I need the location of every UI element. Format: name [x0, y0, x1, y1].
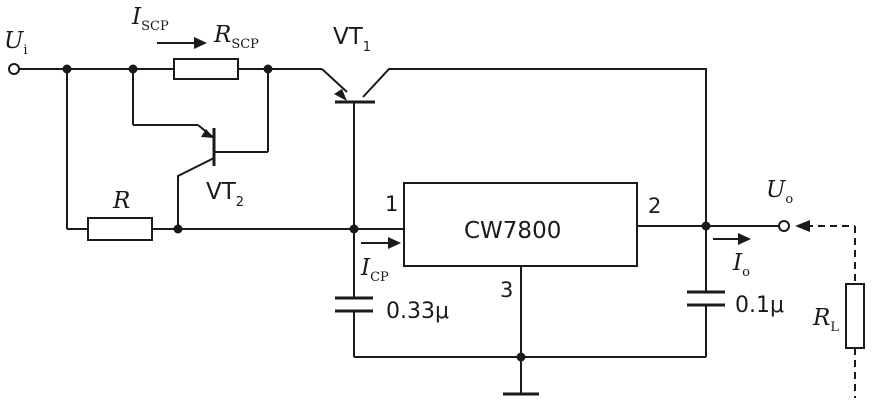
load-connection: [795, 220, 856, 398]
label-r: R: [112, 188, 130, 214]
regulator-ic: [403, 182, 638, 267]
left-rail: [66, 69, 88, 230]
capacitor-c2: [687, 226, 725, 357]
input-line: [19, 68, 348, 93]
label-u-out: Uo: [766, 177, 793, 207]
label-r-scp: RSCP: [213, 22, 259, 52]
label-i-scp: ISCP: [131, 4, 169, 34]
input-terminal[interactable]: [8, 63, 20, 75]
transistor-vt1: [334, 68, 707, 229]
label-vt1: VT1: [333, 24, 371, 55]
label-c1-value: 0.33μ: [386, 299, 449, 324]
capacitor-c1: [335, 229, 373, 357]
transistor-vt2: [132, 69, 269, 229]
label-c2-value: 0.1μ: [735, 293, 784, 318]
label-i-cp: ICP: [360, 255, 389, 285]
label-i-out: Io: [732, 250, 750, 280]
arrow-i-scp: [157, 37, 207, 49]
label-pin1: 1: [385, 192, 398, 216]
label-u-in: Ui: [4, 28, 28, 58]
label-pin2: 2: [648, 194, 661, 218]
ground-symbol: [503, 357, 539, 396]
label-pin3: 3: [500, 278, 513, 302]
arrow-i-cp: [361, 237, 401, 249]
label-vt2: VT2: [206, 179, 244, 210]
output-terminal[interactable]: [778, 220, 790, 232]
resistor-r: [87, 217, 153, 241]
label-ic-name: CW7800: [464, 218, 561, 244]
resistor-r-scp: [173, 58, 239, 80]
label-r-load: RL: [812, 305, 839, 335]
resistor-rl: [845, 283, 865, 349]
arrow-i-out: [713, 233, 751, 245]
